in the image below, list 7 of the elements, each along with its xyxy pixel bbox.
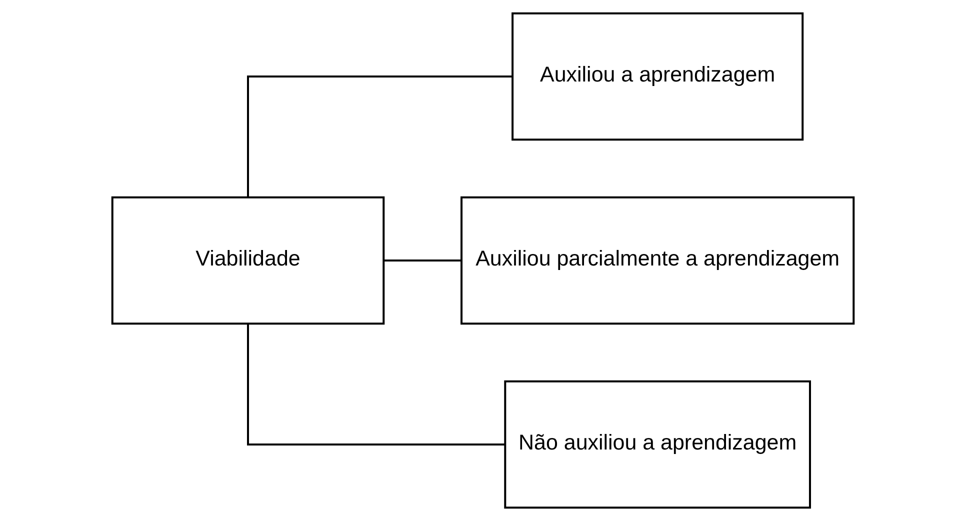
connector xyxy=(247,76,512,198)
node-box: Auxiliou a aprendizagem xyxy=(512,12,804,141)
node-box: Auxiliou parcialmente a aprendizagem xyxy=(460,196,855,325)
connector xyxy=(247,324,506,446)
node-box: Viabilidade xyxy=(111,196,385,325)
connector xyxy=(384,260,462,262)
node-box: Não auxiliou a aprendizagem xyxy=(504,380,811,509)
